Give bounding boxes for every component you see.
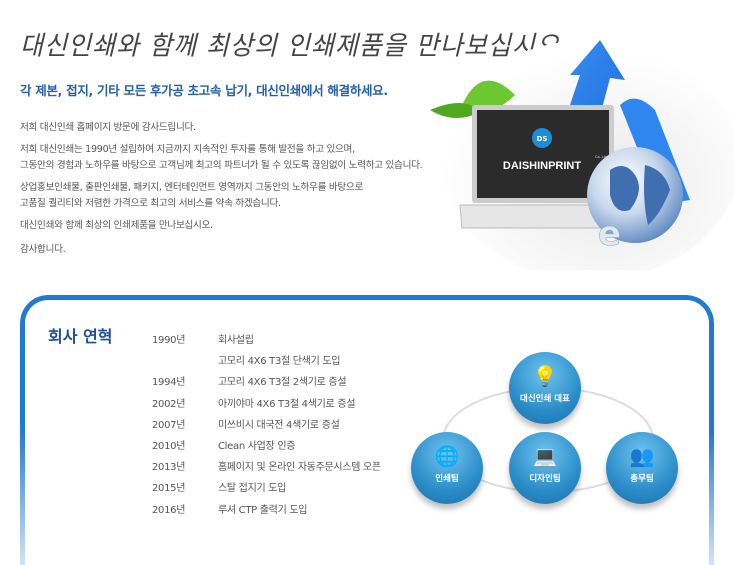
lightbulb-icon: 💡 [532, 364, 558, 388]
laptop-icon: DS DAISHINPRINT Co.,Ltd. [459, 105, 626, 229]
org-label: 총무팀 [630, 474, 654, 484]
history-event: 아끼야마 4X6 T3절 4색기로 증설 [218, 398, 356, 410]
page-subtitle: 각 제본, 접지, 기타 모든 후가공 초고속 납기, 대신인쇄에서 해결하세요… [20, 83, 388, 98]
history-title: 회사 연혁 [48, 327, 113, 346]
leaf-icon [430, 80, 515, 119]
history-year: 1994년 [152, 377, 186, 389]
org-node-admin: 👥 총무팀 [606, 432, 678, 504]
history-event: 고모리 4X6 T3절 2색기로 증설 [218, 377, 347, 389]
history-event: 고모리 4X6 T3절 단색기 도입 [218, 356, 341, 368]
history-year: 2002년 [152, 398, 186, 410]
intro-line: 그동안의 경험과 노하우를 바탕으로 고객님께 최고의 파트너가 될 수 있도록… [20, 160, 423, 171]
history-event: 미쓰비시 대국전 4색기로 증설 [218, 419, 340, 431]
intro-line: 고품질 퀄리티와 저렴한 가격으로 최고의 서비스를 약속 하겠습니다. [20, 198, 281, 209]
org-node-print: 🌐 인쇄팀 [411, 432, 483, 504]
svg-text:e: e [598, 214, 621, 254]
history-panel [20, 295, 714, 565]
intro-thanks: 감사합니다. [20, 244, 66, 255]
history-year: 2013년 [152, 462, 186, 474]
people-icon: 👥 [629, 444, 655, 468]
history-event: 루셔 CTP 출력기 도입 [218, 504, 308, 516]
intro-greeting: 저희 대신인쇄 홈페이지 방문에 감사드립니다. [20, 122, 196, 133]
org-label: 대신인쇄 대표 [520, 394, 570, 404]
history-event: Clean 사업장 인증 [218, 441, 296, 452]
intro-paragraph-2: 상업홍보인쇄물, 출판인쇄물, 패키지, 엔터테인먼트 영역까지 그동안의 노하… [20, 180, 363, 212]
globe-icon: e [587, 147, 683, 254]
logo-mark: DS [537, 135, 548, 143]
globe-icon: 🌐 [434, 444, 460, 468]
hero-illustration: DS DAISHINPRINT Co.,Ltd. e [430, 40, 734, 270]
history-event: 스탈 접지기 도입 [218, 483, 287, 495]
history-event: 회사설립 [218, 335, 254, 346]
brand-suffix: Co.,Ltd. [595, 155, 608, 159]
org-node-design: 💻 디자인팀 [509, 432, 581, 504]
laptop-icon: 💻 [532, 444, 558, 468]
intro-paragraph-3: 대신인쇄와 함께 최상의 인쇄제품을 만나보십시오. [20, 220, 213, 231]
intro-line: 저희 대신인쇄는 1990년 설립하여 지금까지 지속적인 투자를 통해 발전을… [20, 144, 355, 155]
history-year: 1990년 [152, 335, 186, 346]
org-node-ceo: 💡 대신인쇄 대표 [509, 352, 581, 424]
history-year: 2015년 [152, 483, 186, 495]
history-event: 홈페이지 및 온라인 자동주문시스템 오픈 [218, 462, 381, 474]
history-year: 2007년 [152, 419, 186, 431]
history-year: 2010년 [152, 441, 186, 452]
page-headline: 대신인쇄와 함께 최상의 인쇄제품을 만나보십시오. [20, 30, 569, 61]
intro-paragraph-1: 저희 대신인쇄는 1990년 설립하여 지금까지 지속적인 투자를 통해 발전을… [20, 142, 423, 174]
brand-name: DAISHINPRINT [503, 160, 582, 172]
history-year: 2016년 [152, 504, 186, 516]
intro-line: 상업홍보인쇄물, 출판인쇄물, 패키지, 엔터테인먼트 영역까지 그동안의 노하… [20, 182, 363, 193]
org-label: 디자인팀 [529, 474, 561, 484]
org-label: 인쇄팀 [435, 474, 459, 484]
